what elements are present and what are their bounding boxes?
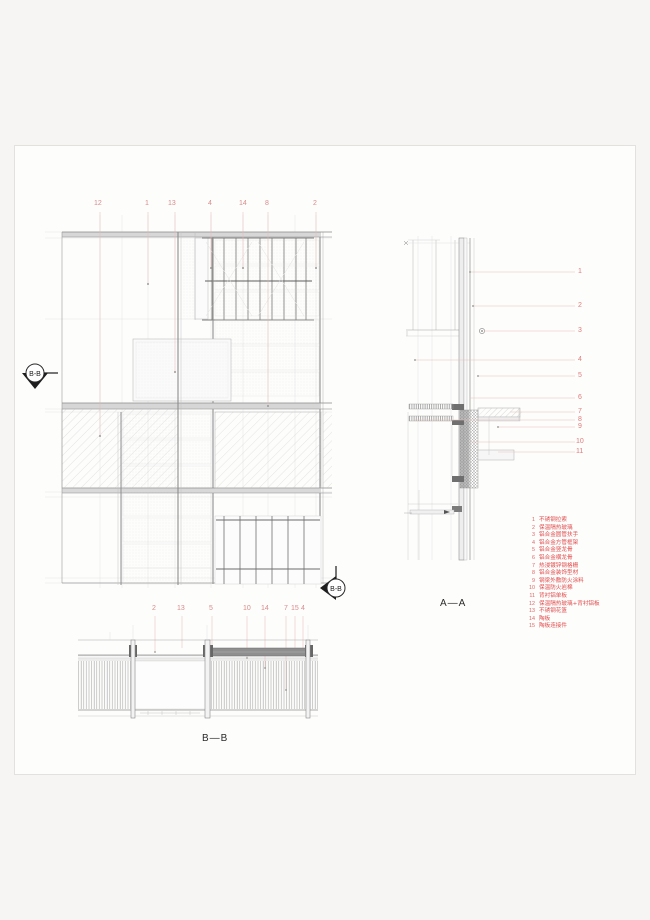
callout-aa-2: 3 bbox=[578, 327, 582, 334]
legend-item: 1 不锈钢拉索 bbox=[520, 517, 638, 525]
legend-item: 3 铝合金圆管扶手 bbox=[520, 532, 638, 540]
legend-text: 陶板 bbox=[539, 615, 551, 622]
legend-text: 背衬铝单板 bbox=[539, 592, 567, 599]
callout-aa-9: 10 bbox=[576, 438, 584, 445]
legend-item: 15 陶板连接件 bbox=[520, 623, 638, 631]
legend-text: 保温隔热玻璃 bbox=[539, 524, 573, 531]
legend-index: 5 bbox=[532, 547, 535, 554]
elevation-lower-mid-terracotta bbox=[117, 412, 212, 585]
terracotta-panel-rows bbox=[214, 239, 320, 397]
legend-item: 10 保温防火岩棉 bbox=[520, 585, 638, 593]
callout-elev-4: 14 bbox=[239, 200, 247, 207]
legend-index: 1 bbox=[532, 517, 535, 523]
legend-text: 钢梁外敷防火涂料 bbox=[539, 577, 584, 584]
legend-index: 3 bbox=[532, 532, 535, 539]
legend-text: 陶板连接件 bbox=[539, 623, 567, 630]
section-aa-callout-dots bbox=[414, 271, 499, 428]
legend-text: 保温隔热玻璃+背衬铝板 bbox=[539, 600, 600, 607]
section-bb-dimension-ticks bbox=[140, 711, 200, 715]
elevation-lower-right-hatched-panel bbox=[214, 411, 332, 489]
legend-index: 12 bbox=[529, 600, 535, 607]
callout-aa-0: 1 bbox=[578, 268, 582, 275]
callout-bb-2: 5 bbox=[209, 605, 213, 612]
legend-text: 铝合金横龙骨 bbox=[539, 554, 573, 561]
callout-bb-6: 15 bbox=[291, 605, 299, 612]
elevation-left-mullions bbox=[61, 232, 196, 585]
callout-aa-7: 8 bbox=[578, 416, 582, 423]
section-aa-view bbox=[403, 236, 575, 561]
section-bb-mullion-nodes bbox=[129, 639, 313, 719]
svg-text:B-B: B-B bbox=[330, 586, 342, 593]
callout-aa-4: 5 bbox=[578, 372, 582, 379]
legend-item: 13 不锈钢花篮 bbox=[520, 608, 638, 616]
legend-index: 15 bbox=[529, 623, 535, 630]
legend-item: 11 背衬铝单板 bbox=[520, 593, 638, 601]
section-bb-label: B—B bbox=[202, 733, 229, 744]
section-aa-anchor-bolt bbox=[479, 328, 485, 334]
legend-item: 7 热浸镀锌钢格栅 bbox=[520, 563, 638, 571]
legend-item: 14 陶板 bbox=[520, 616, 638, 624]
legend-index: 13 bbox=[529, 608, 535, 615]
callout-aa-5: 6 bbox=[578, 394, 582, 401]
legend-item: 12 保温隔热玻璃+背衬铝板 bbox=[520, 601, 638, 609]
section-bb-view bbox=[78, 616, 318, 719]
legend-index: 10 bbox=[529, 585, 535, 592]
section-aa-lower-bracket bbox=[409, 506, 462, 515]
material-legend: 1 不锈钢拉索 2 保温隔热玻璃 3 铝合金圆管扶手 4 铝合金方管框架 5 铝合金竖龙骨… bbox=[520, 517, 638, 631]
elevation-callout-leaders bbox=[99, 212, 317, 436]
callout-elev-2: 13 bbox=[168, 200, 176, 207]
callout-bb-1: 13 bbox=[177, 605, 185, 612]
elevation-upper-right-terracotta-bay bbox=[212, 232, 324, 584]
callout-elev-6: 2 bbox=[313, 200, 317, 207]
elevation-lower-right-railing-bay bbox=[214, 515, 322, 585]
callout-aa-1: 2 bbox=[578, 302, 582, 309]
section-aa-slab-assembly bbox=[408, 403, 522, 489]
legend-index: 9 bbox=[532, 577, 535, 584]
section-aa-callout-leaders bbox=[414, 271, 575, 453]
legend-index: 2 bbox=[532, 524, 535, 531]
legend-index: 7 bbox=[532, 562, 535, 569]
callout-aa-8: 9 bbox=[578, 423, 582, 430]
callout-elev-1: 1 bbox=[145, 200, 149, 207]
legend-item: 4 铝合金方管框架 bbox=[520, 540, 638, 548]
callout-elev-3: 4 bbox=[208, 200, 212, 207]
callout-elev-5: 8 bbox=[265, 200, 269, 207]
legend-item: 9 钢梁外敷防火涂料 bbox=[520, 578, 638, 586]
section-marker-b-right[interactable]: B-B bbox=[320, 566, 346, 600]
callout-aa-10: 11 bbox=[576, 448, 584, 455]
legend-text: 铝合金方管框架 bbox=[539, 539, 579, 546]
section-marker-b-left[interactable]: B-B bbox=[22, 363, 58, 389]
svg-text:B-B: B-B bbox=[29, 371, 41, 378]
section-aa-label: A—A bbox=[440, 598, 467, 609]
elevation-stainless-basket-frame bbox=[132, 338, 232, 402]
legend-index: 8 bbox=[532, 570, 535, 577]
legend-item: 8 铝合金装饰型材 bbox=[520, 570, 638, 578]
callout-bb-0: 2 bbox=[152, 605, 156, 612]
legend-text: 保温防火岩棉 bbox=[539, 585, 573, 592]
legend-text: 铝合金圆管扶手 bbox=[539, 532, 579, 539]
steel-cable-set-lower bbox=[223, 516, 305, 584]
legend-index: 14 bbox=[529, 615, 535, 622]
legend-item: 6 铝合金横龙骨 bbox=[520, 555, 638, 563]
legend-item: 2 保温隔热玻璃 bbox=[520, 525, 638, 533]
callout-bb-3: 10 bbox=[243, 605, 251, 612]
legend-text: 热浸镀锌钢格栅 bbox=[539, 562, 579, 569]
callout-bb-5: 7 bbox=[284, 605, 288, 612]
legend-index: 11 bbox=[529, 592, 535, 599]
elevation-callout-dots bbox=[99, 267, 317, 437]
callout-aa-3: 4 bbox=[578, 356, 582, 363]
legend-item: 5 铝合金竖龙骨 bbox=[520, 547, 638, 555]
legend-text: 铝合金竖龙骨 bbox=[539, 547, 573, 554]
legend-text: 不锈钢花篮 bbox=[539, 608, 567, 615]
section-aa-curtain-wall-mullion bbox=[458, 237, 475, 561]
callout-bb-4: 14 bbox=[261, 605, 269, 612]
callout-bb-7: 4 bbox=[301, 605, 305, 612]
legend-text: 铝合金装饰型材 bbox=[539, 570, 579, 577]
legend-index: 4 bbox=[532, 539, 535, 546]
elevation-view bbox=[45, 215, 332, 588]
legend-index: 6 bbox=[532, 554, 535, 561]
callout-elev-0: 12 bbox=[94, 200, 102, 207]
callout-aa-6: 7 bbox=[578, 408, 582, 415]
legend-text: 不锈钢拉索 bbox=[539, 517, 567, 523]
